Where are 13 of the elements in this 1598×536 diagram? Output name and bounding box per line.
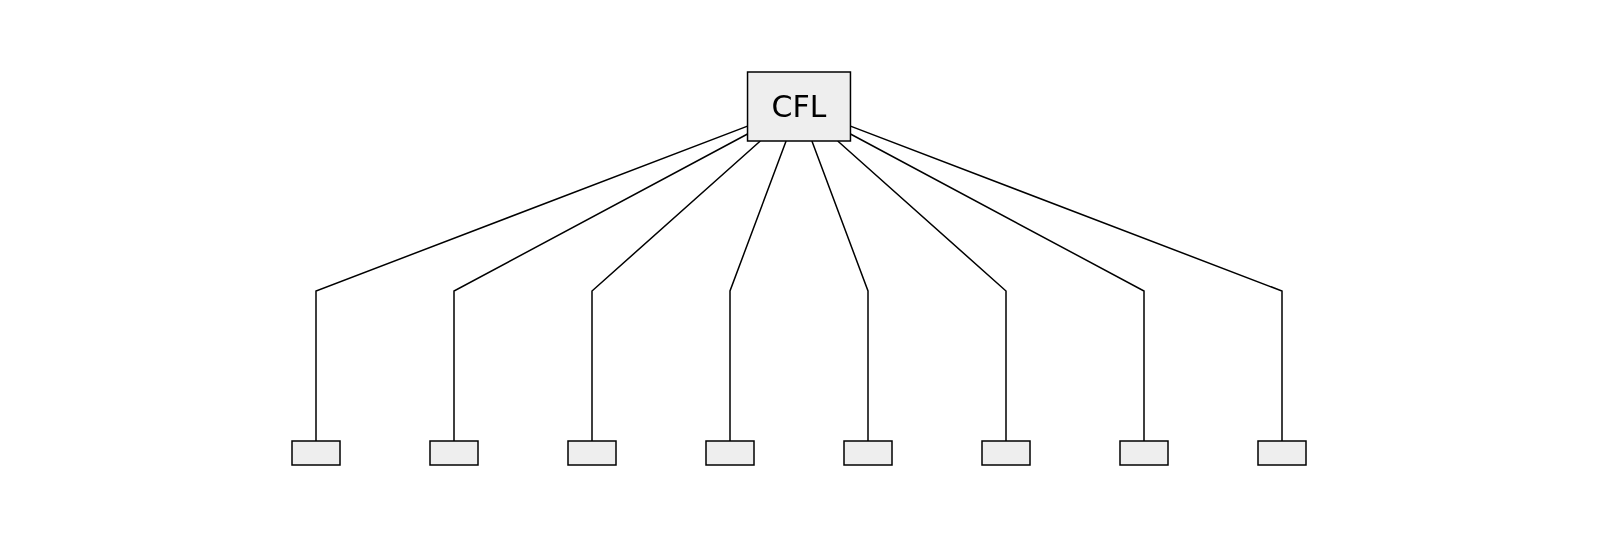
node-box bbox=[1119, 439, 1169, 466]
connector bbox=[729, 139, 787, 442]
connector bbox=[836, 139, 1007, 442]
connector bbox=[811, 139, 869, 442]
node-box bbox=[567, 439, 617, 466]
node-box bbox=[291, 439, 341, 466]
node-box bbox=[1257, 439, 1307, 466]
node-box bbox=[705, 439, 755, 466]
node-box bbox=[429, 439, 479, 466]
node-box bbox=[843, 439, 893, 466]
connector bbox=[591, 139, 762, 442]
node-box bbox=[981, 439, 1031, 466]
node-box: CFL bbox=[746, 70, 852, 142]
